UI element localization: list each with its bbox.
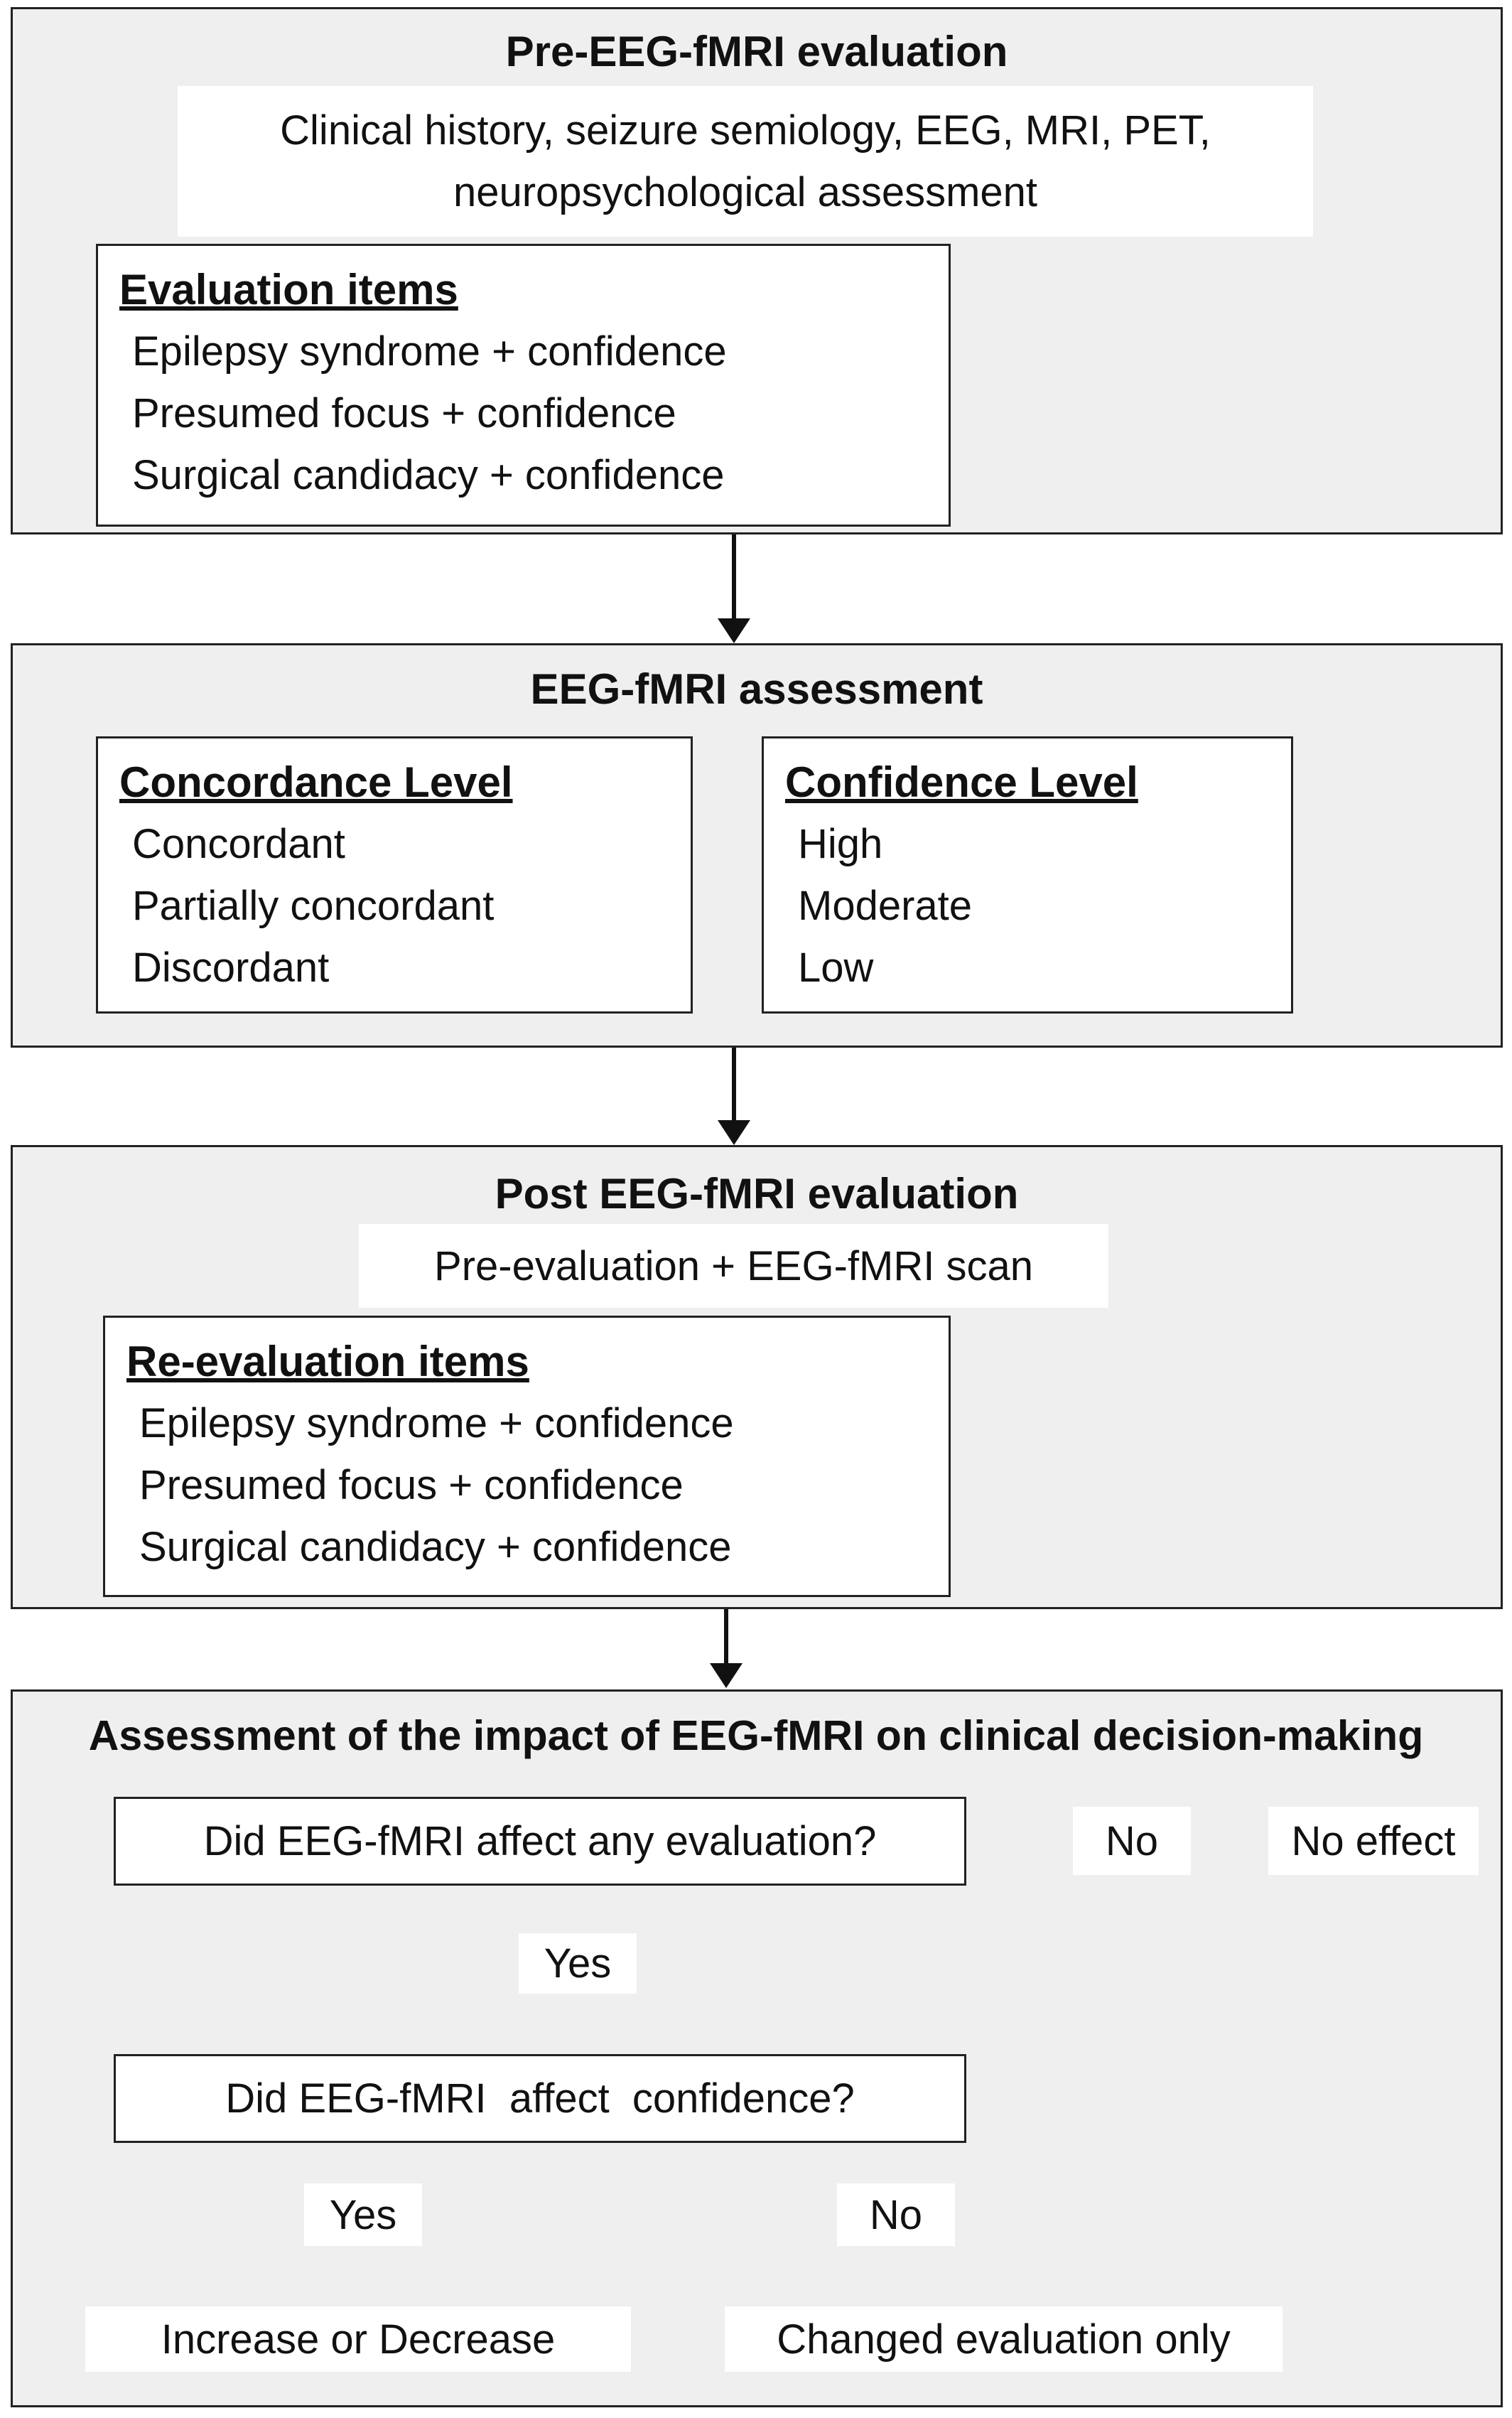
question-any-evaluation-text: Did EEG-fMRI affect any evaluation?	[203, 1818, 877, 1864]
concordance-level-heading: Concordance Level	[119, 758, 513, 806]
assessment-panel: EEG-fMRI assessment Concordance Level Co…	[11, 643, 1503, 1048]
re-evaluation-item: Surgical candidacy + confidence	[139, 1524, 732, 1570]
q2-no-text: No	[869, 2191, 923, 2238]
post-inputs-box: Pre-evaluation + EEG-fMRI scan	[359, 1224, 1108, 1308]
assessment-title: EEG-fMRI assessment	[530, 665, 983, 713]
post-evaluation-title: Post EEG-fMRI evaluation	[495, 1170, 1019, 1218]
outcome-changed-evaluation: Changed evaluation only	[725, 2306, 1282, 2372]
evaluation-items-heading: Evaluation items	[119, 266, 458, 313]
confidence-level-box: Confidence Level High Moderate Low	[762, 736, 1293, 1014]
concordance-level-item: Discordant	[132, 945, 330, 991]
outcome-increase-decrease: Increase or Decrease	[85, 2306, 631, 2372]
confidence-level-heading: Confidence Level	[785, 758, 1138, 806]
evaluation-item: Epilepsy syndrome + confidence	[132, 328, 727, 375]
question-confidence-text: Did EEG-fMRI affect confidence?	[225, 2075, 855, 2122]
pre-inputs-box: Clinical history, seizure semiology, EEG…	[178, 86, 1313, 237]
concordance-level-item: Partially concordant	[132, 883, 495, 929]
evaluation-items-box: Evaluation items Epilepsy syndrome + con…	[96, 244, 951, 527]
outcome-changed-evaluation-text: Changed evaluation only	[777, 2316, 1231, 2363]
pre-inputs-line2: neuropsychological assessment	[453, 169, 1038, 215]
evaluation-item: Surgical candidacy + confidence	[132, 452, 725, 498]
pre-inputs-line1: Clinical history, seizure semiology, EEG…	[280, 107, 1211, 154]
evaluation-item: Presumed focus + confidence	[132, 390, 676, 436]
pre-evaluation-panel: Pre-EEG-fMRI evaluation Clinical history…	[11, 7, 1503, 534]
no-effect-text: No effect	[1291, 1817, 1456, 1864]
post-inputs-text: Pre-evaluation + EEG-fMRI scan	[434, 1242, 1033, 1289]
q1-no-label: No	[1073, 1807, 1191, 1875]
q2-yes-label: Yes	[304, 2183, 422, 2246]
re-evaluation-item: Epilepsy syndrome + confidence	[139, 1400, 734, 1446]
post-evaluation-panel: Post EEG-fMRI evaluation Pre-evaluation …	[11, 1145, 1503, 1609]
re-evaluation-items-box: Re-evaluation items Epilepsy syndrome + …	[103, 1316, 951, 1597]
outcome-increase-decrease-text: Increase or Decrease	[161, 2316, 556, 2363]
q1-no-text: No	[1105, 1817, 1159, 1864]
q2-yes-text: Yes	[329, 2191, 397, 2238]
confidence-level-item: Moderate	[798, 883, 973, 929]
pre-evaluation-title: Pre-EEG-fMRI evaluation	[505, 28, 1008, 75]
q1-yes-label: Yes	[519, 1933, 637, 1994]
re-evaluation-item: Presumed focus + confidence	[139, 1462, 684, 1508]
concordance-level-item: Concordant	[132, 821, 345, 867]
impact-title: Assessment of the impact of EEG-fMRI on …	[88, 1712, 1424, 1759]
re-evaluation-items-heading: Re-evaluation items	[126, 1338, 529, 1385]
question-confidence: Did EEG-fMRI affect confidence?	[114, 2054, 966, 2143]
q2-no-label: No	[837, 2183, 955, 2246]
no-effect-box: No effect	[1268, 1807, 1479, 1875]
question-any-evaluation: Did EEG-fMRI affect any evaluation?	[114, 1797, 966, 1886]
concordance-level-box: Concordance Level Concordant Partially c…	[96, 736, 693, 1014]
q1-yes-text: Yes	[544, 1940, 612, 1987]
confidence-level-item: High	[798, 821, 883, 867]
confidence-level-item: Low	[798, 945, 874, 991]
